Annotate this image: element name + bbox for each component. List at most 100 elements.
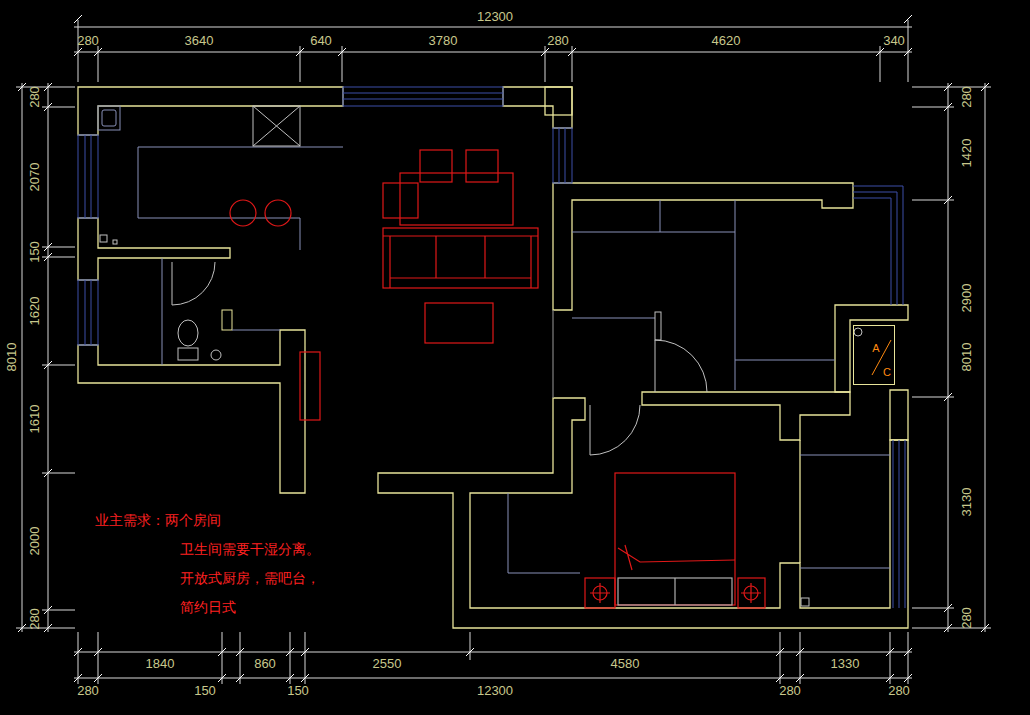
- requirement-note: 业主需求：两个房间: [95, 512, 221, 530]
- wall: [78, 218, 230, 280]
- dimension-tick: [944, 83, 989, 632]
- bar-stool: [230, 200, 256, 226]
- stove-knob: [100, 235, 107, 242]
- dimension-text: 280: [27, 86, 42, 108]
- dimension-text: 150: [27, 241, 42, 263]
- dimension-line: [985, 83, 986, 632]
- corridor-line: [572, 318, 655, 319]
- bay-window: [853, 186, 903, 305]
- requirement-note: 简约日式: [180, 599, 236, 617]
- window: [78, 280, 98, 345]
- wall: [642, 392, 850, 440]
- dimension-lines: [16, 15, 991, 684]
- fixtures: [98, 106, 891, 606]
- dimension-tick: [74, 674, 912, 682]
- dimension-text: 4580: [611, 656, 640, 671]
- extension-line: [16, 87, 75, 628]
- dimension-text: 1420: [959, 139, 974, 168]
- wall: [78, 87, 343, 135]
- nightstand: [738, 578, 765, 608]
- wall: [890, 390, 908, 440]
- toilet-tank: [178, 348, 198, 360]
- door-leaf: [590, 405, 591, 455]
- window-glass: [85, 135, 91, 218]
- door-swing: [590, 405, 640, 455]
- dimension-tick: [18, 83, 52, 632]
- window-glass: [85, 280, 91, 345]
- sink: [253, 106, 300, 146]
- dimension-text: 8010: [959, 343, 974, 372]
- bar-stool: [265, 200, 291, 226]
- dimension-line: [948, 83, 949, 632]
- requirement-note: 卫生间需要干湿分离。: [180, 541, 320, 559]
- nightstand: [585, 578, 615, 608]
- door-leaf: [655, 340, 656, 392]
- pillow: [674, 578, 675, 605]
- dimension-text: 2550: [373, 656, 402, 671]
- dimension-text: 3130: [959, 488, 974, 517]
- wall: [553, 183, 853, 310]
- pipe: [854, 328, 862, 336]
- dimension-text: 12300: [477, 683, 513, 698]
- dimension-text: 12300: [477, 9, 513, 24]
- dimension-text: 8010: [4, 343, 19, 372]
- door-swing: [655, 340, 707, 392]
- dimension-text: 2070: [27, 163, 42, 192]
- dimension-text: 2900: [959, 284, 974, 313]
- wall: [378, 398, 908, 628]
- window: [78, 135, 98, 218]
- dimension-text: 3780: [429, 33, 458, 48]
- dimension-line: [48, 83, 49, 632]
- ac-label: C: [883, 366, 891, 378]
- dimension-text: 280: [959, 607, 974, 629]
- pillow: [618, 578, 732, 605]
- dimension-text: 1610: [27, 405, 42, 434]
- ac-label: A: [872, 342, 879, 354]
- sofa: [383, 228, 538, 288]
- dimension-line: [22, 83, 23, 632]
- coffee-table: [425, 303, 493, 343]
- wall: [503, 87, 572, 128]
- floor-drain: [211, 350, 221, 360]
- kitchen-counter: [138, 147, 343, 250]
- dimension-text: 3640: [185, 33, 214, 48]
- walls: [78, 87, 908, 628]
- windows: [78, 87, 905, 608]
- door-swing: [172, 262, 215, 305]
- dimension-text: 150: [287, 683, 309, 698]
- counter-edge: [232, 330, 280, 331]
- ac-unit: AC: [853, 325, 895, 385]
- fridge: [98, 106, 120, 130]
- wardrobe: [572, 200, 835, 390]
- dimension-text: 1620: [27, 297, 42, 326]
- chair: [466, 150, 498, 182]
- dimension-text: 4620: [712, 33, 741, 48]
- stove-knob: [113, 240, 117, 244]
- wall: [78, 330, 305, 493]
- dimension-text: 2000: [27, 527, 42, 556]
- bed: [615, 473, 735, 605]
- extension-line: [98, 46, 880, 82]
- sofa-cushion: [383, 236, 538, 288]
- column: [545, 87, 572, 115]
- extension-line: [78, 632, 908, 684]
- dimension-text: 280: [77, 683, 99, 698]
- dimension-text: 280: [77, 33, 99, 48]
- bed-sheet: [618, 545, 735, 570]
- chair: [420, 150, 452, 182]
- lamp: [741, 583, 761, 603]
- dimension-line: [74, 652, 912, 653]
- dimension-text: 860: [254, 656, 276, 671]
- dimension-text: 340: [883, 33, 905, 48]
- wall: [835, 305, 908, 392]
- partition: [799, 440, 800, 563]
- requirement-note: 开放式厨房，需吧台，: [180, 570, 320, 588]
- window-glass: [343, 93, 503, 99]
- desk: [508, 493, 580, 573]
- door-jamb: [655, 312, 661, 340]
- dimension-text: 280: [27, 608, 42, 630]
- toilet: [178, 320, 198, 346]
- wet-dry-partition: [162, 258, 163, 365]
- dimension-text: 280: [547, 33, 569, 48]
